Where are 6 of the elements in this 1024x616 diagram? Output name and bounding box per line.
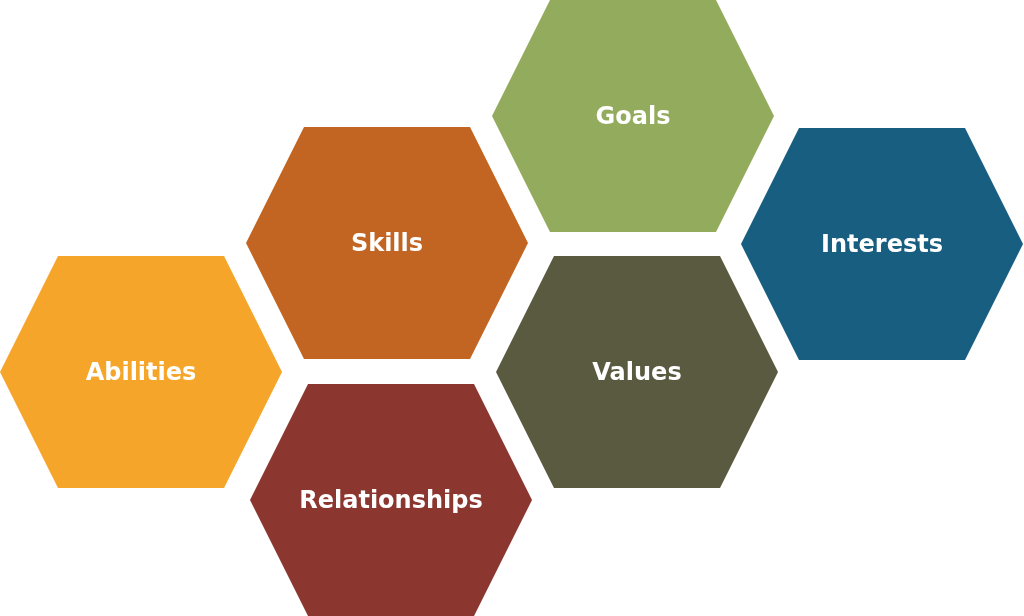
hexagon-label: Interests [821,230,943,258]
hexagon-label: Abilities [85,358,197,386]
hexagon-label: Relationships [299,486,483,514]
hexagon-label: Values [592,358,682,386]
hexagon-label: Goals [595,102,671,130]
hexagon-label: Skills [350,229,424,257]
